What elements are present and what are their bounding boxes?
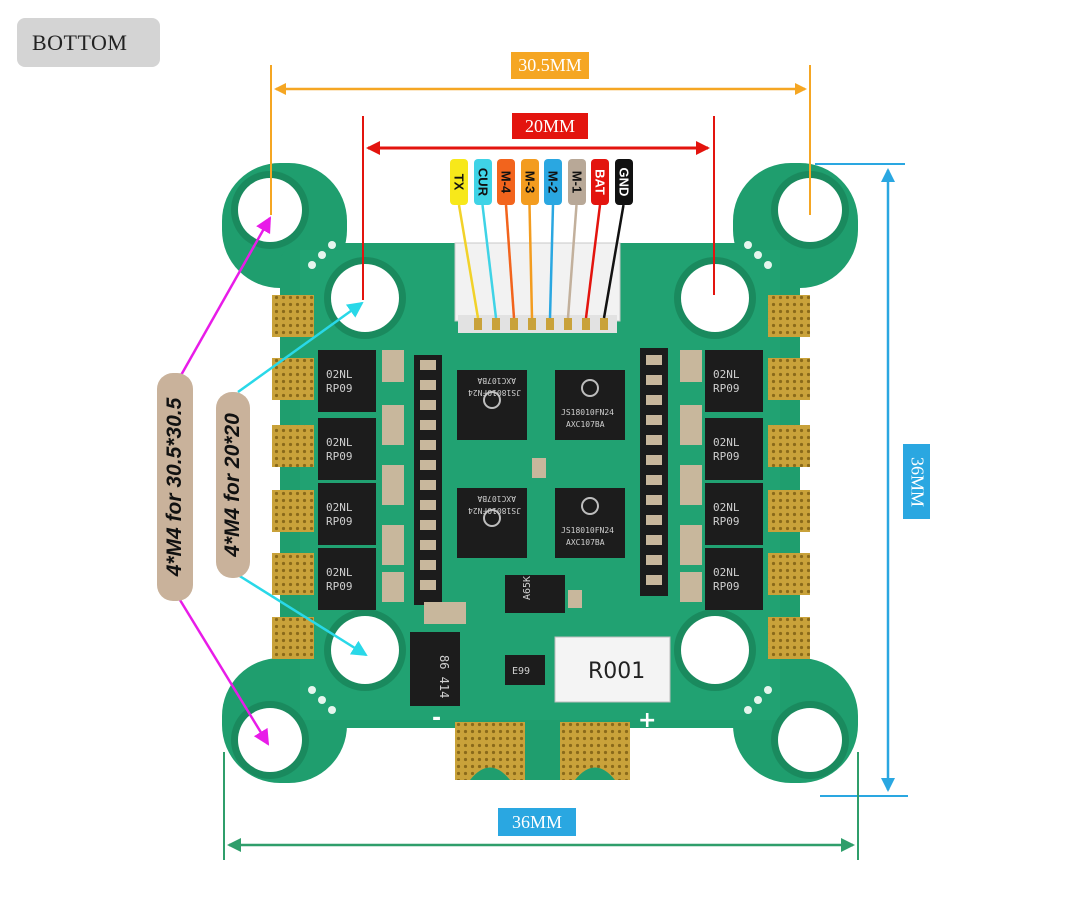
svg-text:02NL: 02NL: [326, 368, 353, 381]
pin-wire: [566, 204, 578, 319]
minus-sign: -: [432, 706, 441, 731]
pin-wires: [457, 204, 625, 319]
motor-pads: [272, 295, 810, 659]
power-pads: [455, 722, 630, 780]
pin-label-text: M-4: [498, 170, 514, 194]
pin-label-m3: M-3: [520, 159, 539, 205]
pin-wire: [481, 204, 498, 319]
pin-label-text: TX: [451, 173, 467, 191]
pin-wire: [504, 204, 516, 319]
svg-text:02NL: 02NL: [326, 566, 353, 579]
svg-text:RP09: RP09: [326, 515, 353, 528]
shunt-resistor: [554, 636, 671, 703]
svg-text:02NL: 02NL: [326, 436, 353, 449]
svg-text:RP09: RP09: [713, 515, 740, 528]
passive-components-left: [382, 350, 442, 605]
svg-text:AXC107BA: AXC107BA: [566, 538, 605, 547]
outer-hole-label: 4*M4 for 30.5*30.5: [157, 373, 193, 601]
pin-wire: [602, 204, 625, 319]
svg-text:RP09: RP09: [713, 450, 740, 463]
svg-text:JS18010FN24: JS18010FN24: [468, 506, 521, 515]
inner-hole-label: 4*M4 for 20*20: [216, 392, 250, 578]
pin-label-m1: M-1: [567, 159, 586, 205]
pin-connector: [454, 242, 621, 322]
pin-wire: [528, 204, 534, 319]
svg-text:86 414: 86 414: [437, 655, 451, 698]
dimension-36-width: [223, 752, 859, 860]
outer-hole-label-text: 4*M4 for 30.5*30.5: [163, 397, 186, 577]
pin-wire: [548, 204, 555, 319]
dimension-label-20: 20MM: [512, 113, 588, 139]
pin-label-m2: M-2: [544, 159, 562, 205]
dimension-20: [362, 116, 715, 300]
svg-text:RP09: RP09: [326, 450, 353, 463]
pin-label-text: GND: [616, 167, 631, 197]
svg-text:02NL: 02NL: [713, 436, 740, 449]
view-label-badge: BOTTOM: [17, 18, 160, 67]
pin-label-cur: CUR: [473, 159, 492, 205]
svg-text:RP09: RP09: [713, 382, 740, 395]
current-sensor-chip: [410, 632, 460, 706]
svg-text:02NL: 02NL: [326, 501, 353, 514]
svg-text:02NL: 02NL: [713, 368, 740, 381]
inner-hole-pointers: [237, 301, 368, 657]
dimension-label-height-text: 36MM: [907, 456, 927, 507]
mosfets-right: [705, 350, 763, 610]
svg-text:02NL: 02NL: [713, 566, 740, 579]
pin-label-text: M-2: [545, 170, 561, 194]
pin-label-m4: M-4: [497, 159, 515, 205]
svg-text:AXC107BA: AXC107BA: [477, 376, 516, 385]
pin-label-text: M-1: [569, 170, 584, 194]
pin-label-tx: TX: [450, 159, 468, 205]
dimension-30-5: [270, 65, 811, 215]
svg-text:E99: E99: [512, 666, 530, 677]
svg-text:JS18010FN24: JS18010FN24: [561, 408, 614, 417]
svg-text:JS18010FN24: JS18010FN24: [468, 388, 521, 397]
svg-text:AXC107BA: AXC107BA: [477, 494, 516, 503]
outer-hole-pointers: [178, 216, 272, 746]
dimension-label-30-5: 30.5MM: [511, 52, 589, 79]
pin-label-text: CUR: [475, 167, 490, 197]
passive-components-right: [640, 348, 702, 602]
svg-text:RP09: RP09: [326, 382, 353, 395]
mosfets-left: [318, 350, 376, 610]
shunt-label: R001: [588, 659, 645, 684]
plus-sign: +: [638, 708, 656, 733]
pin-wire: [457, 204, 480, 319]
pin-label-bat: BAT: [591, 159, 609, 205]
dimension-label-height: 36MM: [903, 444, 930, 519]
pin-label-text: BAT: [592, 169, 608, 195]
svg-text:JS18010FN24: JS18010FN24: [561, 526, 614, 535]
pin-label-gnd: GND: [614, 159, 633, 205]
pin-wire: [584, 204, 602, 319]
inner-hole-label-text: 4*M4 for 20*20: [221, 413, 244, 557]
dimension-36-height: [815, 163, 908, 797]
svg-text:02NL: 02NL: [713, 501, 740, 514]
svg-text:RP09: RP09: [713, 580, 740, 593]
dimension-label-width: 36MM: [498, 808, 576, 836]
svg-text:AXC107BA: AXC107BA: [566, 420, 605, 429]
svg-text:RP09: RP09: [326, 580, 353, 593]
pin-label-text: M-3: [522, 170, 537, 194]
svg-text:A65K: A65K: [522, 576, 533, 600]
